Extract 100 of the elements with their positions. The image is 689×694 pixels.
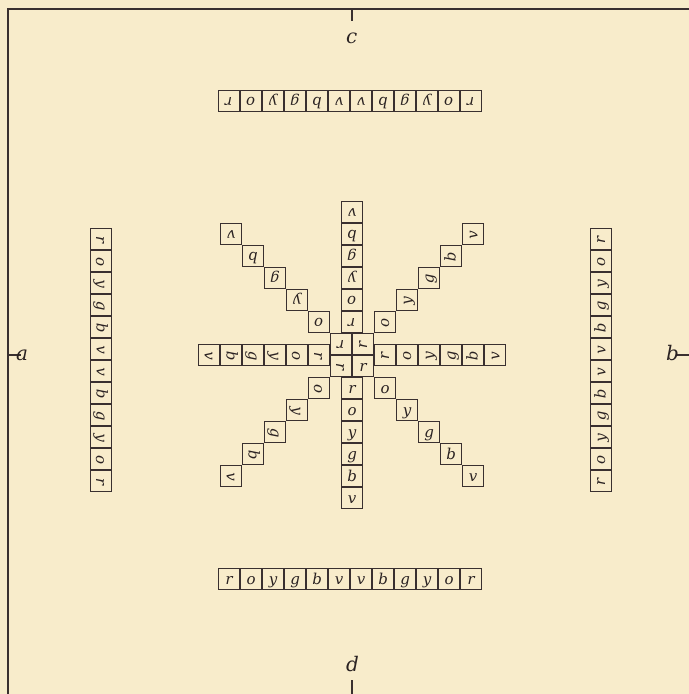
letter-tile: b (220, 344, 242, 366)
letter-tile: r (341, 377, 363, 399)
side-label: c (346, 26, 358, 46)
letter-tile: b (306, 90, 328, 112)
letter-tile: g (418, 421, 440, 443)
letter-tile: v (590, 360, 612, 382)
letter-tile: r (341, 311, 363, 333)
letter-tile: r (218, 568, 240, 590)
letter-tile: v (220, 223, 242, 245)
letter-tile: o (240, 90, 262, 112)
letter-tile: o (286, 344, 308, 366)
letter-tile: o (438, 90, 460, 112)
letter-tile: o (438, 568, 460, 590)
letter-tile: g (440, 344, 462, 366)
letter-tile: g (264, 267, 286, 289)
letter-tile: v (462, 223, 484, 245)
letter-tile: g (394, 90, 416, 112)
letter-tile: r (90, 470, 112, 492)
letter-tile: r (330, 355, 352, 377)
letter-tile: b (372, 90, 394, 112)
letter-tile: b (90, 382, 112, 404)
letter-tile: y (416, 90, 438, 112)
letter-tile: v (220, 465, 242, 487)
letter-tile: r (218, 90, 240, 112)
letter-tile: r (352, 355, 374, 377)
letter-tile: b (242, 245, 264, 267)
letter-tile: b (590, 316, 612, 338)
letter-tile: g (242, 344, 264, 366)
letter-tile: g (590, 404, 612, 426)
letter-tile: r (352, 333, 374, 355)
letter-tile: y (262, 568, 284, 590)
letter-tile: r (590, 470, 612, 492)
letter-tile: r (590, 228, 612, 250)
letter-tile: o (90, 448, 112, 470)
side-label: a (16, 343, 28, 363)
letter-tile: g (90, 294, 112, 316)
letter-tile: o (396, 344, 418, 366)
letter-tile: y (286, 399, 308, 421)
letter-tile: y (416, 568, 438, 590)
letter-tile: o (374, 311, 396, 333)
letter-tile: y (90, 426, 112, 448)
letter-tile: y (264, 344, 286, 366)
letter-tile: o (590, 448, 612, 470)
letter-tile: y (262, 90, 284, 112)
letter-tile: y (396, 399, 418, 421)
letter-tile: r (308, 344, 330, 366)
side-label: b (666, 343, 679, 363)
letter-tile: o (341, 289, 363, 311)
letter-tile: r (90, 228, 112, 250)
letter-tile: g (341, 443, 363, 465)
letter-tile: g (418, 267, 440, 289)
letter-tile: y (341, 267, 363, 289)
letter-tile: y (590, 272, 612, 294)
letter-tile: y (590, 426, 612, 448)
letter-tile: r (374, 344, 396, 366)
letter-tile: v (341, 487, 363, 509)
letter-tile: y (341, 421, 363, 443)
letter-tile: v (350, 90, 372, 112)
letter-tile: v (484, 344, 506, 366)
letter-tile: b (306, 568, 328, 590)
letter-tile: v (341, 201, 363, 223)
letter-tile: v (90, 360, 112, 382)
letter-tile: b (440, 443, 462, 465)
letter-tile: b (242, 443, 264, 465)
letter-tile: r (460, 90, 482, 112)
letter-tile: y (90, 272, 112, 294)
letter-tile: g (284, 90, 306, 112)
letter-tile: o (341, 399, 363, 421)
letter-tile: g (590, 294, 612, 316)
letter-tile: y (418, 344, 440, 366)
letter-tile: b (372, 568, 394, 590)
side-label: d (346, 654, 359, 674)
letter-tile: v (198, 344, 220, 366)
letter-tile: v (590, 338, 612, 360)
letter-tile: v (90, 338, 112, 360)
letter-tile: y (286, 289, 308, 311)
letter-tile: v (328, 90, 350, 112)
letter-tile: v (462, 465, 484, 487)
letter-tile: o (590, 250, 612, 272)
letter-tile: b (341, 223, 363, 245)
letter-tile: g (394, 568, 416, 590)
letter-tile: v (328, 568, 350, 590)
letter-tile: v (350, 568, 372, 590)
letter-tile: o (374, 377, 396, 399)
letter-tile: o (240, 568, 262, 590)
letter-tile: g (90, 404, 112, 426)
letter-tile: o (308, 311, 330, 333)
letter-tile: g (341, 245, 363, 267)
letter-tile: g (264, 421, 286, 443)
letter-tile: g (284, 568, 306, 590)
letter-tile: r (460, 568, 482, 590)
letter-tile: b (462, 344, 484, 366)
letter-tile: b (440, 245, 462, 267)
letter-tile: o (308, 377, 330, 399)
letter-tile: r (330, 333, 352, 355)
letter-tile: o (90, 250, 112, 272)
letter-tile: b (341, 465, 363, 487)
letter-tile: y (396, 289, 418, 311)
letter-tile: b (590, 382, 612, 404)
letter-tile: b (90, 316, 112, 338)
